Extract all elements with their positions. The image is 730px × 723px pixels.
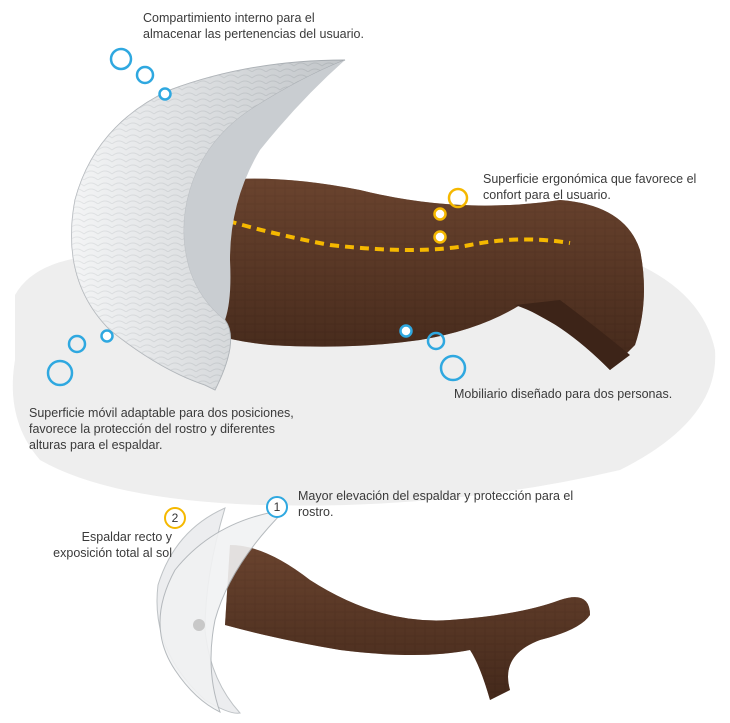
two-people-annotation: Mobiliario diseñado para dos personas.: [454, 386, 714, 402]
position-1-annotation: Mayor elevación del espaldar y protecció…: [298, 488, 658, 520]
ergonomic-annotation: Superficie ergonómica que favorece el co…: [483, 171, 728, 203]
compartment-markers: [111, 49, 171, 100]
bottom-seat-band-shade: [225, 545, 590, 700]
compartment-annotation: Compartimiento interno para el almacenar…: [143, 10, 473, 42]
mobile-surface-annotation: Superficie móvil adaptable para dos posi…: [29, 405, 359, 453]
position-1-badge: 1: [266, 496, 288, 518]
position-2-annotation: Espaldar recto y exposición total al sol: [40, 529, 172, 561]
position-2-badge: 2: [164, 507, 186, 529]
pivot-point: [193, 619, 205, 631]
